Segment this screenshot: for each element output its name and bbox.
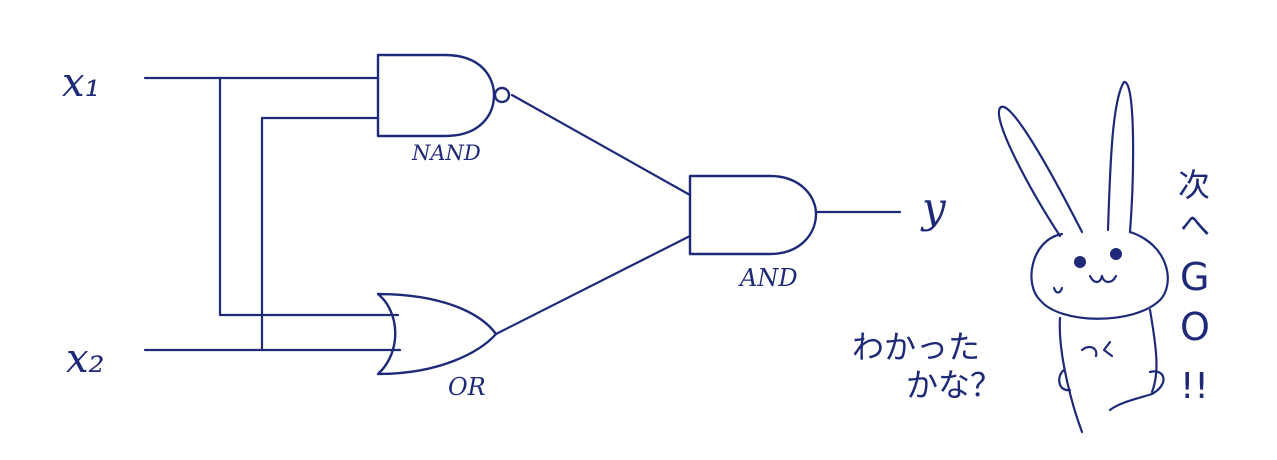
rabbit-cheek	[1052, 286, 1064, 294]
or-gate	[376, 292, 498, 376]
wire-x1	[143, 76, 400, 317]
or-label: OR	[448, 373, 486, 401]
vertical-char-4: O	[1180, 305, 1210, 349]
rabbit-right-ear	[1106, 80, 1135, 234]
rabbit-mascot	[997, 80, 1169, 434]
speech-line-2: かな？	[906, 366, 1002, 404]
vertical-char-2: へ	[1180, 209, 1210, 244]
nand-label: NAND	[411, 141, 481, 165]
rabbit-left-ear	[997, 105, 1084, 238]
nand-gate	[376, 53, 511, 138]
rabbit-left-paw	[1058, 368, 1072, 392]
and-gate	[688, 174, 818, 256]
input-x2-label: x₂	[66, 336, 105, 382]
vertical-char-3: G	[1180, 255, 1209, 299]
rabbit-body	[1058, 308, 1158, 434]
rabbit-mouth	[1088, 274, 1118, 284]
output-y-label: y	[920, 183, 947, 232]
vertical-text-next-go: 次 へ G O !!	[1178, 166, 1210, 407]
speech-line-1: わかった	[852, 328, 980, 366]
vertical-char-1: 次	[1178, 166, 1210, 204]
rabbit-eye-left	[1074, 256, 1086, 268]
wire-nand-to-and	[510, 93, 692, 197]
input-x1-label: x₁	[62, 60, 101, 106]
rabbit-right-paw	[1108, 370, 1165, 412]
nand-inversion-bubble	[493, 86, 511, 104]
vertical-char-5: !!	[1180, 366, 1209, 407]
wire-or-to-and	[494, 234, 692, 336]
rabbit-eye-right	[1110, 248, 1122, 260]
and-label: AND	[738, 264, 798, 292]
wire-x2	[143, 116, 402, 352]
rabbit-head	[1030, 230, 1169, 320]
rabbit-chest-marks	[1080, 340, 1114, 358]
